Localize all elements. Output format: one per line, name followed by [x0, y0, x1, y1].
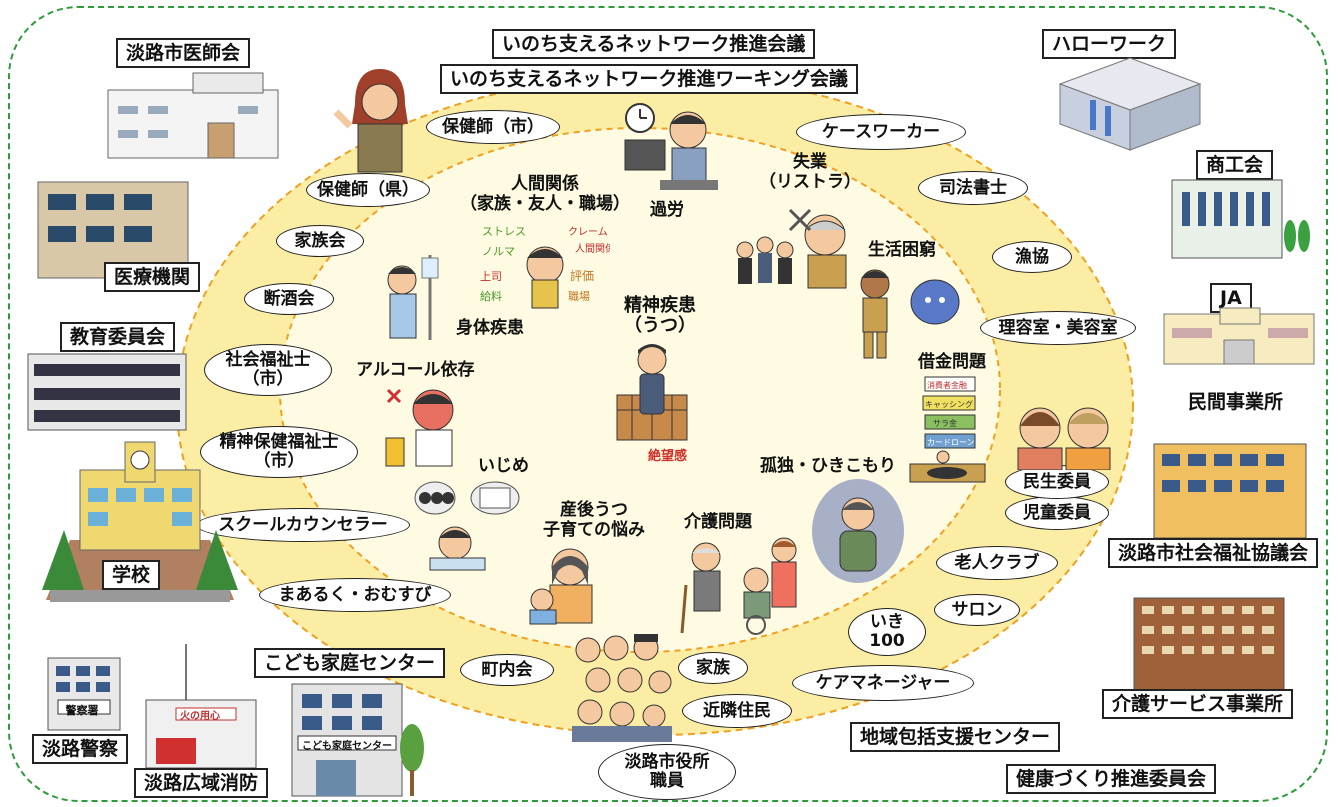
bullying-illustration	[414, 481, 520, 571]
postpartum-illustration	[529, 548, 593, 625]
svg-text:評価: 評価	[570, 268, 594, 283]
bubble-mh-worker: 精神保健福祉士 （市）	[200, 426, 358, 478]
issue-bullying: いじめ	[478, 456, 529, 476]
physical-illness-illustration	[387, 255, 439, 340]
social-welfare-council-building	[1153, 443, 1307, 539]
child-center-sign: こども家庭センター	[302, 741, 392, 752]
outer-frame	[8, 6, 1328, 802]
org-school: 学校	[102, 560, 161, 590]
org-community-support: 地域包括支援センター	[850, 722, 1061, 752]
svg-text:上司: 上司	[480, 270, 502, 283]
bubble-sobriety: 断酒会	[244, 283, 334, 315]
layoff-illustration	[736, 208, 847, 289]
org-health-committee: 健康づくり推進委員会	[1006, 764, 1217, 794]
bubble-child-commissioner: 児童委員	[1005, 496, 1109, 530]
bubble-seniors-club: 老人クラブ	[936, 546, 1058, 580]
network-meeting-title: いのち支えるネットワーク推進会議	[492, 29, 816, 59]
issue-isolation: 孤独・ひきこもり	[760, 456, 896, 476]
care-services-building	[1133, 597, 1285, 693]
depressed-person-illustration	[616, 344, 688, 441]
issue-alcohol: アルコール依存	[356, 360, 475, 380]
issue-physical: 身体疾患	[456, 318, 524, 338]
issue-unemployment: 失業 （リストラ）	[759, 152, 861, 192]
org-police: 淡路警察	[32, 734, 129, 764]
svg-text:消費者金融: 消費者金融	[927, 380, 967, 390]
issue-overwork: 過労	[650, 200, 684, 220]
bubble-town-assoc: 町内会	[460, 654, 554, 686]
issue-poverty: 生活困窮	[868, 240, 936, 260]
svg-text:ノルマ: ノルマ	[482, 245, 515, 258]
bubble-welfare-commissioner: 民生委員	[1005, 465, 1109, 499]
svg-text:カードローン: カードローン	[927, 438, 975, 447]
poverty-illustration	[860, 269, 960, 359]
fire-station-building	[145, 644, 257, 769]
stress-illustration: ストレス ノルマ クレーム 人間関係 上司 給料 評価 職場	[480, 225, 610, 309]
ja-building	[1163, 307, 1315, 365]
org-fire: 淡路広域消防	[134, 768, 269, 798]
issue-postpartum: 産後うつ 子育ての悩み	[543, 500, 645, 540]
hello-work-building	[1058, 57, 1202, 151]
bubble-maaruku: まあるく・おむすび	[259, 578, 451, 612]
medical-assoc-building	[107, 72, 279, 159]
bubble-scrivener: 司法書士	[918, 171, 1028, 205]
education-board-building	[27, 353, 187, 431]
bubble-social-worker: 社会福祉士 （市）	[204, 344, 332, 396]
svg-text:クレーム: クレーム	[568, 226, 608, 238]
org-child-center: こども家庭センター	[254, 648, 446, 678]
commerce-building	[1171, 179, 1310, 259]
bubble-city-staff: 淡路市役所 職員	[598, 744, 736, 800]
police-sign: 警察署	[65, 704, 99, 717]
bubble-family-assoc: 家族会	[276, 225, 364, 257]
bubble-school-counselor: スクールカウンセラー	[196, 508, 410, 542]
issue-relations: 人間関係 （家族・友人・職場）	[460, 174, 630, 214]
bubble-fishery: 漁協	[992, 241, 1072, 273]
debt-signs-illustration: 消費者金融 キャッシング サラ金 カードローン	[909, 376, 986, 483]
org-hospitals: 医療機関	[104, 262, 201, 292]
caregiving-illustration	[680, 537, 797, 635]
school-building	[42, 441, 238, 602]
svg-text:給料: 給料	[480, 289, 502, 303]
bubble-nurse-city: 保健師（市）	[426, 110, 560, 144]
center-label: 精神疾患 （うつ）	[624, 295, 696, 336]
org-private: 民間事業所	[1180, 389, 1292, 415]
bubble-family: 家族	[678, 652, 748, 684]
residents-group-illustration	[572, 634, 672, 742]
issue-debt: 借金問題	[918, 352, 986, 372]
org-social-welfare-council: 淡路市社会福祉協議会	[1108, 538, 1319, 568]
bubble-caseworker: ケースワーカー	[796, 114, 966, 150]
org-education-board: 教育委員会	[60, 322, 176, 352]
org-care-services: 介護サービス事業所	[1102, 689, 1294, 719]
nurse-illustration	[333, 69, 408, 173]
overwork-illustration	[624, 103, 718, 190]
bubble-care-manager: ケアマネージャー	[792, 665, 974, 701]
isolation-illustration	[812, 479, 904, 583]
svg-text:職場: 職場	[568, 290, 590, 303]
org-hello-work: ハローワーク	[1042, 29, 1177, 59]
commissioners-illustration	[1017, 407, 1111, 470]
child-center-building	[291, 683, 424, 797]
cliff-text: 絶望感	[648, 449, 688, 464]
bubble-iki100: いき 100	[848, 608, 926, 656]
issue-care: 介護問題	[684, 512, 752, 532]
working-meeting-title: いのち支えるネットワーク推進ワーキング会議	[440, 64, 858, 94]
bubble-neighbors: 近隣住民	[682, 694, 792, 728]
svg-text:サラ金: サラ金	[933, 418, 957, 428]
fire-sign: 火の用心	[180, 711, 220, 722]
bubble-salon: サロン	[934, 594, 1020, 626]
org-commerce: 商工会	[1196, 150, 1274, 180]
svg-text:キャッシング: キャッシング	[925, 399, 973, 409]
bubble-nurse-pref: 保健師（県）	[306, 173, 430, 207]
org-medical-assoc: 淡路市医師会	[116, 38, 251, 68]
police-building	[47, 657, 121, 731]
bubble-barber: 理容室・美容室	[980, 311, 1136, 345]
alcohol-illustration	[385, 388, 454, 467]
svg-text:人間関係: 人間関係	[575, 243, 610, 255]
svg-text:ストレス: ストレス	[482, 225, 526, 238]
